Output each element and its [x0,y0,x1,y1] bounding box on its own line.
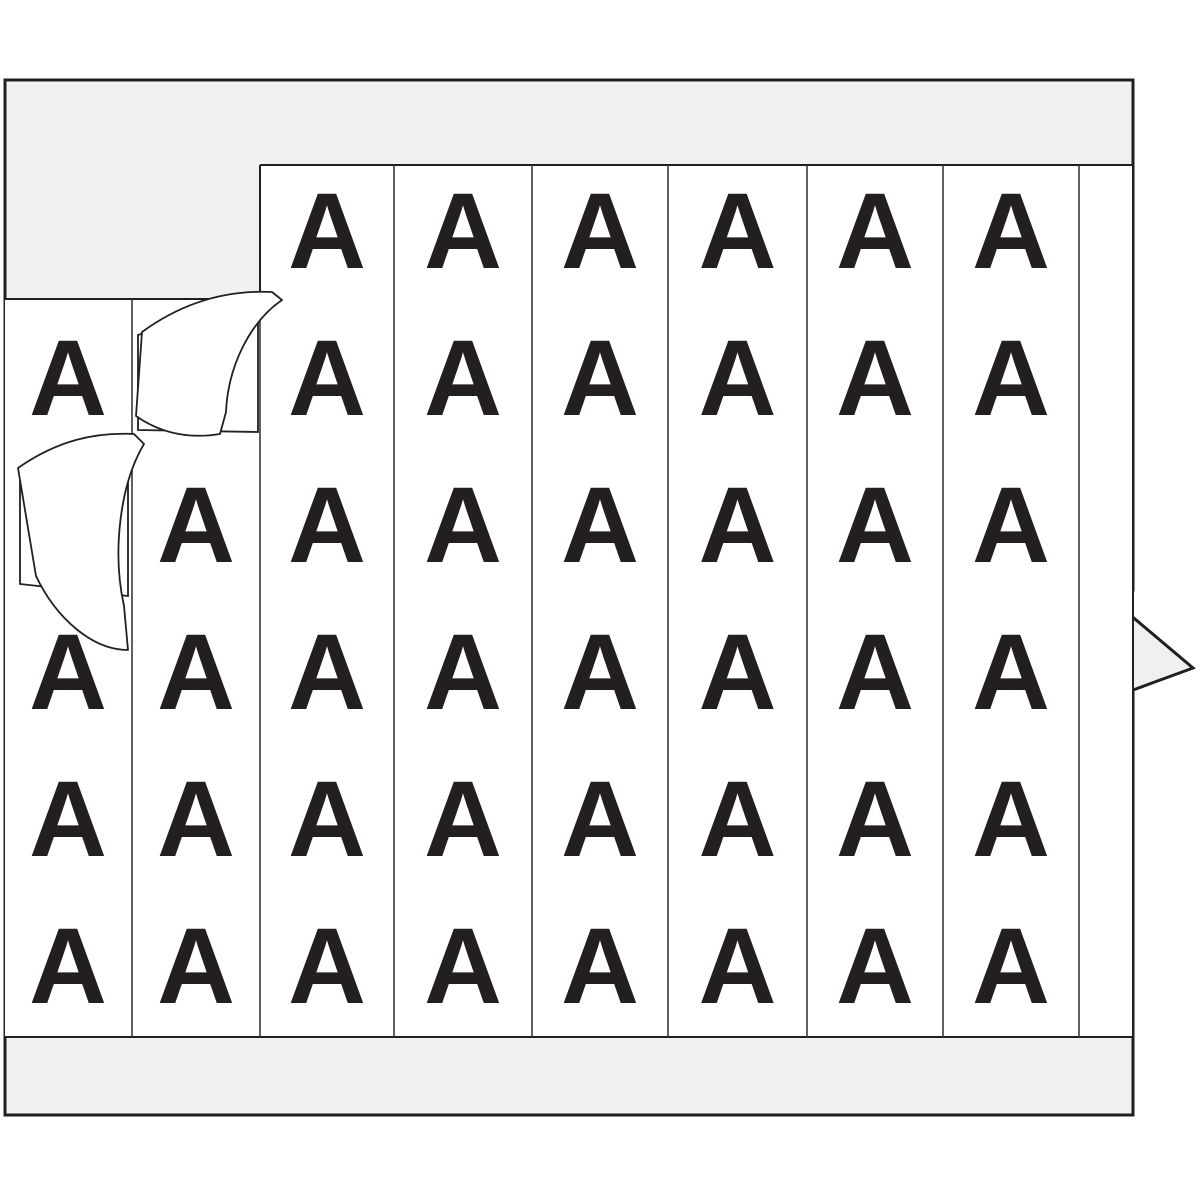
column-dividers-group [131,165,1080,1037]
label-letter: A [836,905,914,1026]
label-letter: A [561,170,639,291]
label-letter: A [288,464,366,585]
label-letter: A [424,170,502,291]
label-letter: A [157,464,235,585]
label-letter: A [699,611,777,732]
label-letter: A [288,170,366,291]
label-letter: A [836,758,914,879]
label-letter: A [288,317,366,438]
label-letter: A [972,611,1050,732]
label-letter: A [836,317,914,438]
label-letter: A [699,758,777,879]
label-letter: A [699,905,777,1026]
label-letter: A [699,170,777,291]
label-letter: A [561,611,639,732]
label-letter: A [561,758,639,879]
label-letter: A [561,464,639,585]
label-letter: A [972,317,1050,438]
peeled-label-upper[interactable] [135,290,283,437]
label-letter: A [972,170,1050,291]
label-letter: A [157,611,235,732]
label-letter: A [972,464,1050,585]
label-letter: A [424,317,502,438]
label-letter: A [288,905,366,1026]
label-letter: A [29,758,107,879]
label-letter: A [29,905,107,1026]
label-letter: A [157,905,235,1026]
label-letter: A [288,758,366,879]
label-letter: A [699,464,777,585]
label-column-area-upper [260,165,1133,1037]
label-letter: A [288,611,366,732]
label-letter: A [157,758,235,879]
label-letter: A [424,758,502,879]
label-letter: A [836,170,914,291]
label-letter: A [561,317,639,438]
label-letter: A [836,611,914,732]
label-area-outline-upper [260,164,1134,1038]
label-letter: A [836,464,914,585]
label-letter: A [29,317,107,438]
label-letter: A [424,905,502,1026]
label-letter: A [972,905,1050,1026]
peeled-label-lower-face [17,432,145,651]
peeled-label-upper-face [135,290,283,437]
peeled-label-lower[interactable] [17,432,145,651]
label-letter: A [699,317,777,438]
label-letter: A [972,758,1050,879]
label-letter: A [424,611,502,732]
label-letter: A [561,905,639,1026]
label-letter: A [424,464,502,585]
